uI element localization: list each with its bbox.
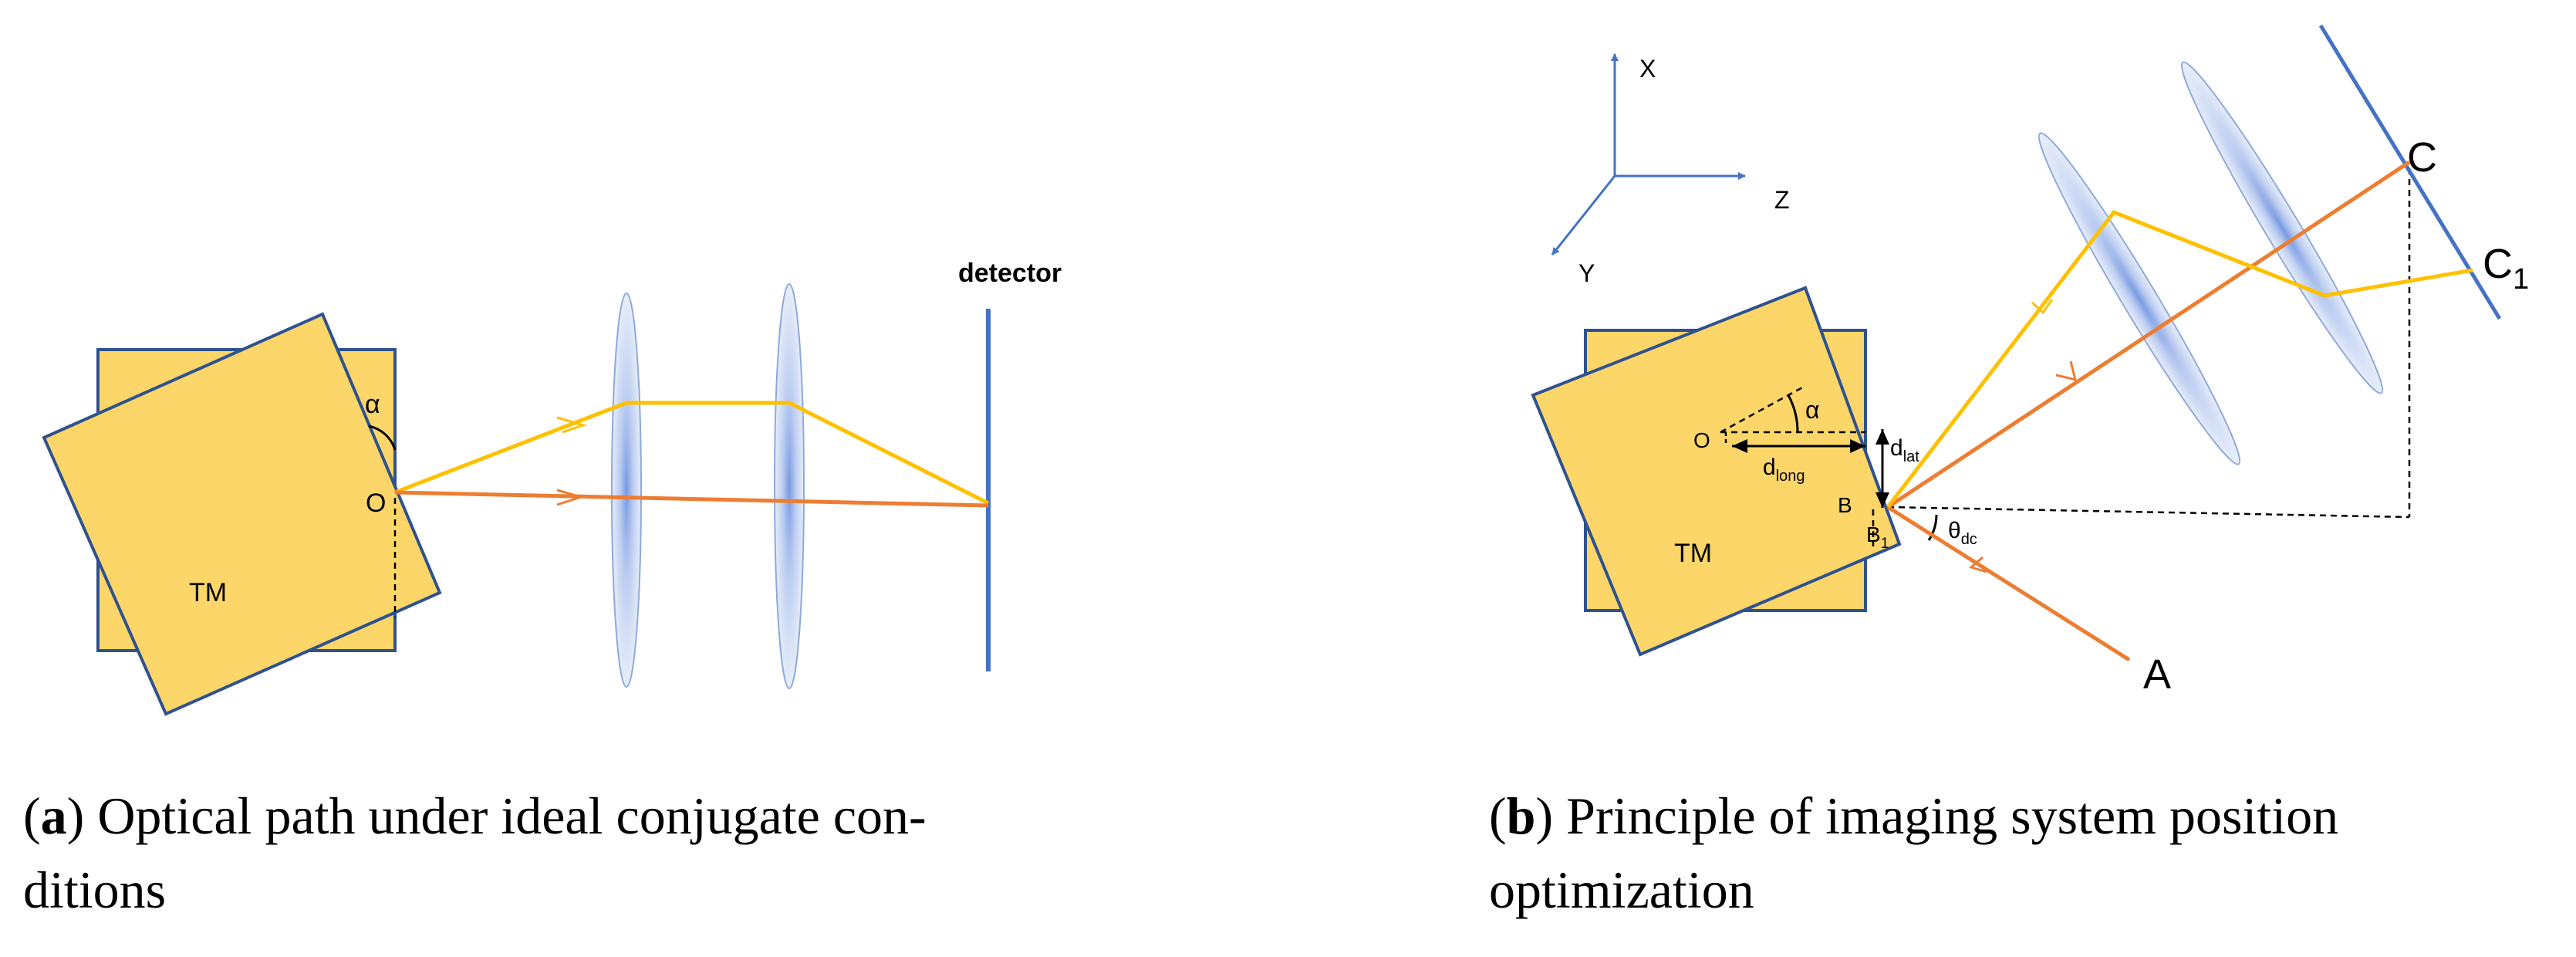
caption-line2-b: optimization <box>1489 861 1754 919</box>
point-c1-label: C1 <box>2483 241 2529 296</box>
angle-arc-b <box>1787 394 1799 433</box>
d-lat-label: dlat <box>1890 435 1919 465</box>
incident-ray-b <box>1886 505 2131 662</box>
caption-open-b: ( <box>1489 786 1507 845</box>
d-long-sub: long <box>1776 468 1805 485</box>
lens-2-a <box>774 283 805 689</box>
angle-label-b: α <box>1805 396 1820 424</box>
point-b1-label: B1 <box>1866 522 1889 552</box>
d-long-main: d <box>1763 455 1776 480</box>
yellow-ray-arrow-a <box>556 416 588 434</box>
point-b1-sub: 1 <box>1881 536 1889 552</box>
point-b-label: B <box>1838 493 1852 517</box>
dashed-baseline-b <box>1887 506 2410 519</box>
caption-open-a: ( <box>23 786 41 845</box>
panel-a: TM α O detector (a) Optical path under i… <box>23 259 1062 919</box>
tm-front-square-a <box>42 312 442 716</box>
caption-letter-a: a <box>41 786 67 845</box>
caption-a: (a) Optical path under ideal conjugate c… <box>23 786 927 845</box>
reflected-ray-arrow <box>2055 360 2078 382</box>
yellow-ray-a <box>394 401 990 506</box>
caption-letter-b: b <box>1507 786 1536 845</box>
yellow-ray-arrow-b <box>2031 299 2054 315</box>
point-c1-sub: 1 <box>2513 263 2529 296</box>
angle-label-a: α <box>365 390 380 419</box>
point-o-label-a: O <box>366 489 386 518</box>
d-lat-sub: lat <box>1903 448 1920 465</box>
point-a-label: A <box>2143 651 2171 698</box>
dashed-tilted-o <box>1720 384 1806 434</box>
caption-line1-b: Principle of imaging system position <box>1553 786 2338 845</box>
caption-close-b: ) <box>1535 786 1553 845</box>
caption-line1-a: Optical path under ideal conjugate con- <box>84 786 926 845</box>
d-lat-main: d <box>1890 435 1903 461</box>
caption-line2-a: ditions <box>23 861 166 919</box>
axis-z-label: Z <box>1774 186 1790 214</box>
theta-main: θ <box>1948 518 1961 543</box>
point-c-label: C <box>2407 134 2437 181</box>
point-b1-main: B <box>1866 522 1881 546</box>
panel-b: X Z Y TM O α <box>1489 24 2529 919</box>
axis-y-b <box>1551 175 1616 255</box>
lens-1-b <box>2038 132 2241 465</box>
reflected-ray-b <box>1886 160 2411 509</box>
theta-sub: dc <box>1961 531 1977 548</box>
lens-1-a <box>611 293 642 688</box>
detector-label: detector <box>958 259 1062 288</box>
point-o-label-b: O <box>1693 428 1710 452</box>
tm-front-square-b <box>1531 286 1902 657</box>
theta-arc <box>1927 514 1938 541</box>
tm-label-a: TM <box>189 578 227 607</box>
point-c1-main: C <box>2483 241 2513 287</box>
angle-arc-a <box>368 424 397 451</box>
yellow-ray-b <box>1886 209 2473 509</box>
caption-close-a: ) <box>67 786 85 845</box>
axis-x-label: X <box>1639 55 1656 83</box>
axis-y-label: Y <box>1578 259 1595 287</box>
theta-label: θdc <box>1948 518 1977 548</box>
incident-ray-arrow <box>1968 556 1987 573</box>
lens-2-b <box>2180 61 2384 394</box>
orange-ray-a <box>394 490 989 508</box>
tm-label-b: TM <box>1674 539 1712 568</box>
caption-b: (b) Principle of imaging system position <box>1489 786 2338 845</box>
d-long-label: dlong <box>1763 455 1805 485</box>
orange-ray-arrow-a <box>556 489 586 506</box>
